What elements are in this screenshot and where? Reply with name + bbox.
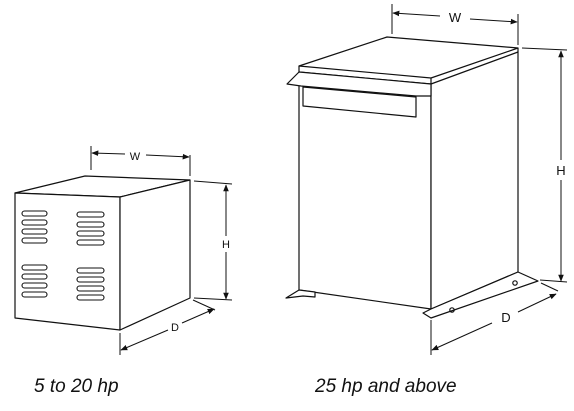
large-enclosure-lid-rim bbox=[298, 48, 519, 84]
large-width-label: W bbox=[449, 10, 462, 25]
large-enclosure bbox=[285, 4, 568, 355]
large-height-label: H bbox=[556, 163, 565, 178]
large-enclosure-hood bbox=[286, 71, 432, 97]
small-width-dimension bbox=[90, 146, 191, 176]
small-enclosure bbox=[14, 146, 233, 355]
large-depth-dimension bbox=[430, 282, 559, 355]
large-enclosure-vent-panel bbox=[302, 86, 417, 118]
small-depth-label: D bbox=[171, 322, 179, 334]
small-width-label: W bbox=[130, 151, 141, 163]
large-height-dimension bbox=[521, 47, 568, 283]
large-enclosure-left-foot bbox=[285, 289, 316, 299]
small-enclosure-caption: 5 to 20 hp bbox=[34, 376, 119, 397]
small-depth-dimension bbox=[119, 299, 216, 355]
large-width-dimension bbox=[391, 4, 519, 45]
large-enclosure-right-base-channel bbox=[422, 271, 539, 319]
small-enclosure-louvers bbox=[21, 210, 105, 301]
large-enclosure-caption: 25 hp and above bbox=[314, 376, 457, 397]
small-enclosure-side-face bbox=[119, 179, 191, 331]
base-mounting-hole-icon bbox=[512, 280, 518, 286]
large-enclosure-side-face bbox=[430, 51, 519, 310]
small-height-dimension bbox=[193, 180, 233, 301]
large-depth-label: D bbox=[501, 310, 510, 325]
small-height-label: H bbox=[222, 239, 230, 251]
base-mounting-hole-icon bbox=[449, 307, 455, 313]
